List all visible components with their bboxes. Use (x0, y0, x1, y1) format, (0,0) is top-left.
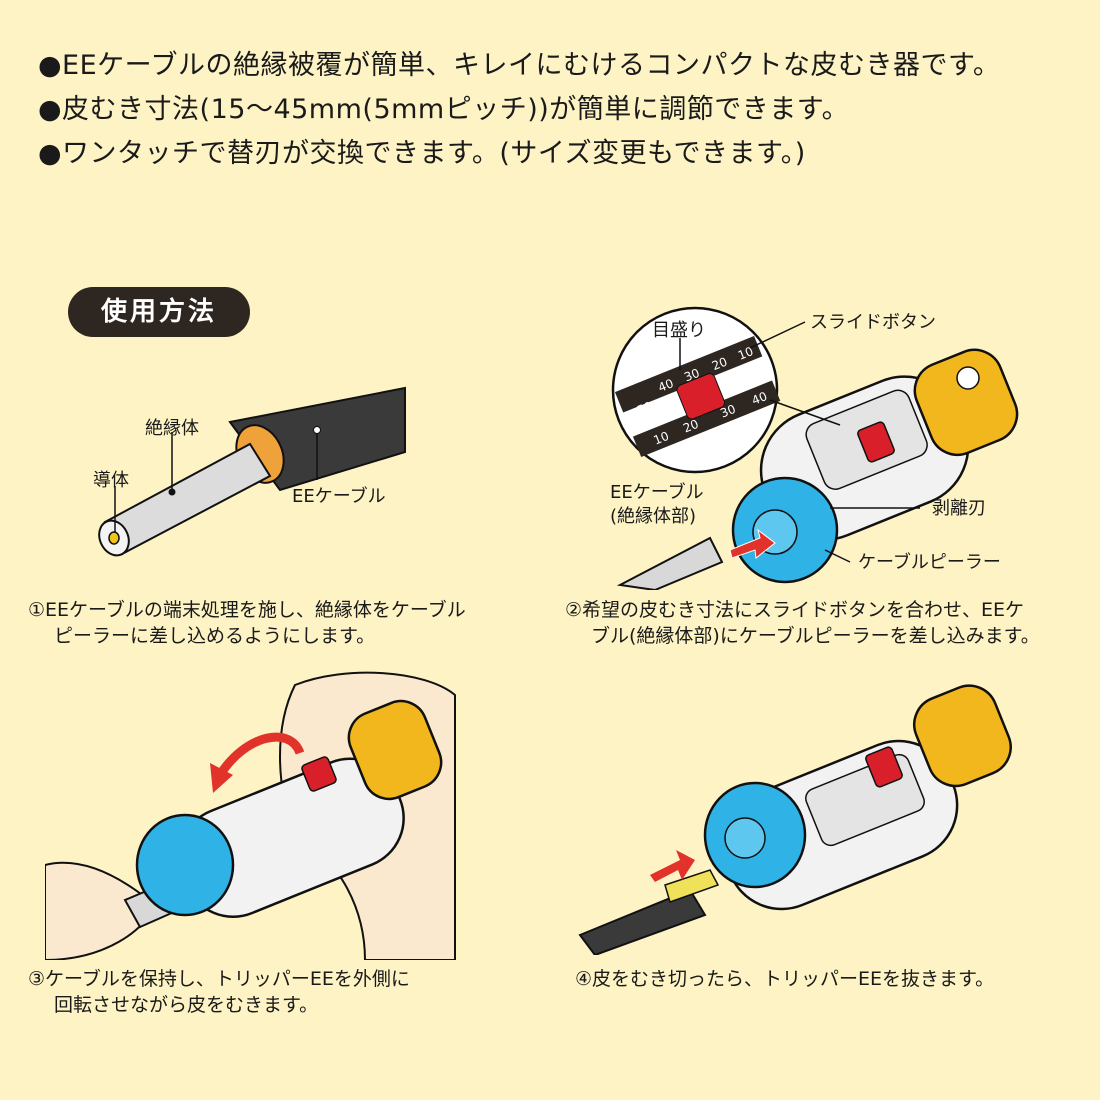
rotate-arrow (216, 732, 305, 778)
step-2-caption: ②希望の皮むき寸法にスライドボタンを合わせ、EEケ ブル(絶縁体部)にケーブルピ… (565, 597, 1095, 649)
scale-number-bottom: 10 (652, 429, 671, 448)
label-ee-cable-part: (絶縁体部) (610, 506, 696, 527)
scale-number-bottom: 40 (750, 389, 769, 408)
conductor-core (108, 531, 120, 545)
step-4-caption: ④皮をむき切ったら、トリッパーEEを抜きます。 (575, 966, 1095, 992)
step-line: 回転させながら皮をむきます。 (54, 994, 319, 1016)
insulated-cable (616, 536, 724, 590)
insert-arrow (729, 528, 776, 559)
scale-number-top: 20 (710, 355, 729, 374)
feature-list: ●EEケーブルの絶縁被覆が簡単、キレイにむけるコンパクトな皮むき器です。 ●皮む… (38, 44, 1078, 176)
scale-number-top: 10 (736, 344, 755, 363)
insulator-body (103, 442, 272, 556)
usage-badge: 使用方法 (68, 287, 250, 337)
remove-arrow (650, 850, 695, 882)
step-line: ④皮をむき切ったら、トリッパーEEを抜きます。 (575, 968, 995, 990)
step-line: ②希望の皮むき寸法にスライドボタンを合わせ、EEケ (565, 599, 1025, 621)
figure-tool-setup: 50 40 30 20 10 10 20 30 40 目盛り スライドボタン E… (610, 306, 1019, 590)
step-3-caption: ③ケーブルを保持し、トリッパーEEを外側に 回転させながら皮をむきます。 (28, 966, 548, 1018)
feature-line: ●ワンタッチで替刃が交換できます。(サイズ変更もできます。) (38, 138, 806, 169)
label-blade: 剥離刃 (932, 498, 986, 519)
scale-number-top: 50 (635, 399, 654, 418)
figure-cable-diagram: 絶縁体 導体 EEケーブル (93, 386, 406, 557)
peeled-skin (664, 869, 720, 903)
step-line: ピーラーに差し込めるようにします。 (54, 625, 376, 647)
scale-number-bottom: 20 (681, 417, 700, 436)
scale-number-top: 30 (682, 366, 701, 385)
label-conductor: 導体 (93, 470, 129, 491)
label-cable: EEケーブル (292, 485, 386, 507)
label-insulator: 絶縁体 (145, 418, 199, 439)
label-slide-button: スライドボタン (810, 312, 936, 333)
step-line: ③ケーブルを保持し、トリッパーEEを外側に (28, 968, 410, 990)
label-scale: 目盛り (652, 320, 706, 341)
figure-rotating-tool (45, 671, 456, 960)
tool-body (731, 348, 1019, 584)
scale-number-top: 40 (656, 376, 675, 395)
label-peeler: ケーブルピーラー (858, 551, 1001, 573)
step-line: ①EEケーブルの端末処理を施し、絶縁体をケーブル (28, 599, 466, 621)
scale-number-bottom: 30 (718, 402, 737, 421)
step-line: ブル(絶縁体部)にケーブルピーラーを差し込みます。 (591, 625, 1040, 647)
scale-zoom (611, 306, 841, 474)
remaining-cable (578, 888, 707, 955)
figure-removing-tool (578, 684, 1012, 955)
feature-line: ●EEケーブルの絶縁被覆が簡単、キレイにむけるコンパクトな皮むき器です。 (38, 50, 1001, 81)
label-ee-cable: EEケーブル (610, 481, 704, 503)
step-1-caption: ①EEケーブルの端末処理を施し、絶縁体をケーブル ピーラーに差し込めるようにしま… (28, 597, 548, 649)
feature-line: ●皮むき寸法(15〜45mm(5mmピッチ))が簡単に調節できます。 (38, 94, 850, 125)
